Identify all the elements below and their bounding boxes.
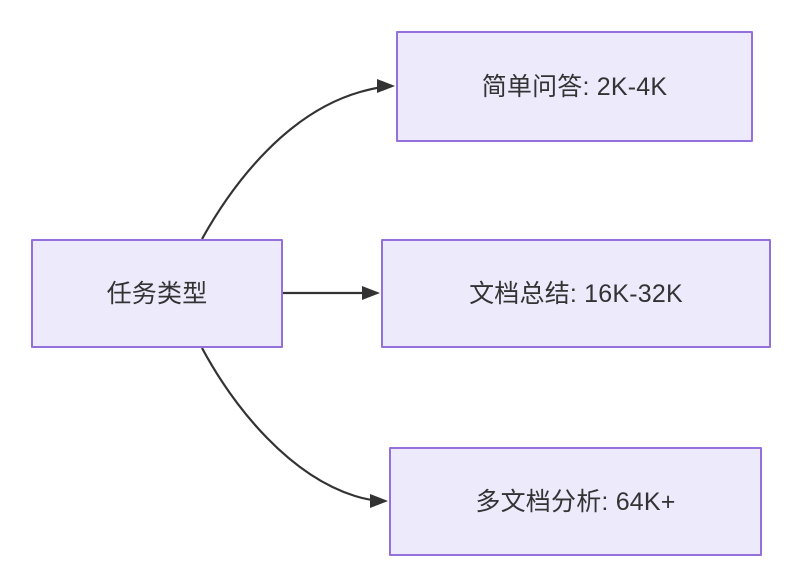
edge-source-to-multi-doc-arrowhead xyxy=(370,494,388,508)
edge-source-to-multi-doc-path xyxy=(201,347,386,503)
node-task-type-label: 任务类型 xyxy=(106,279,208,308)
edge-source-to-simple-qa xyxy=(201,79,395,240)
edge-source-to-doc-summary xyxy=(283,286,380,300)
node-multi-doc-analysis[interactable]: 多文档分析: 64K+ xyxy=(389,447,762,556)
node-doc-summary-label: 文档总结: 16K-32K xyxy=(469,279,683,308)
node-simple-qa[interactable]: 简单问答: 2K-4K xyxy=(396,31,753,142)
edge-source-to-simple-qa-arrowhead xyxy=(377,79,395,93)
edge-source-to-simple-qa-path xyxy=(201,84,393,240)
node-simple-qa-label: 简单问答: 2K-4K xyxy=(481,72,668,101)
edge-source-to-doc-summary-arrowhead xyxy=(362,286,380,300)
node-multi-doc-analysis-label: 多文档分析: 64K+ xyxy=(475,487,676,516)
node-doc-summary[interactable]: 文档总结: 16K-32K xyxy=(381,239,771,348)
node-task-type[interactable]: 任务类型 xyxy=(31,239,283,348)
edge-source-to-multi-doc xyxy=(201,347,388,508)
